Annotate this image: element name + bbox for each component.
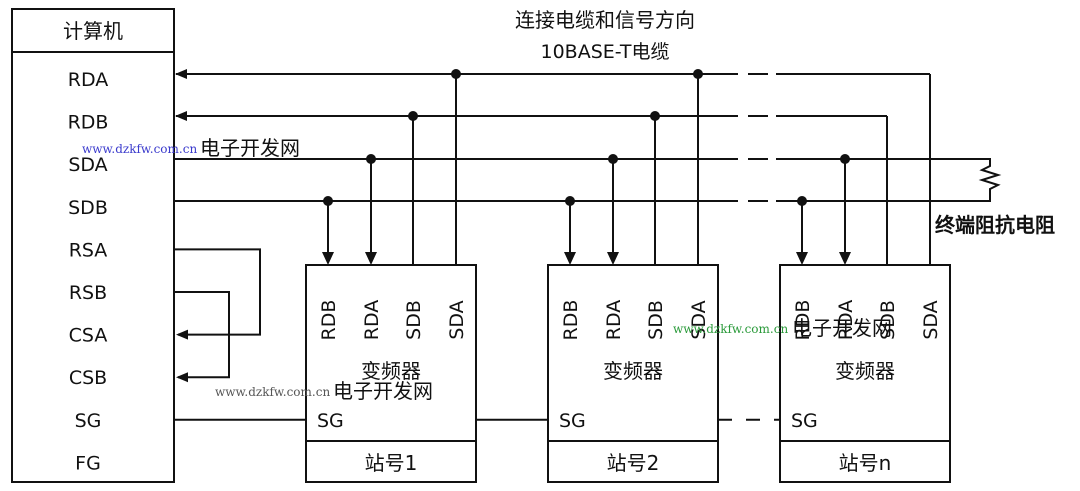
station-pin-rdb: RDB xyxy=(318,300,340,341)
station-pin-sda: SDA xyxy=(688,300,710,339)
loopback-rsb-csb xyxy=(174,291,230,379)
station-pin-sdb: SDB xyxy=(403,300,425,340)
computer-pin-sdb: SDB xyxy=(68,197,108,219)
junction-dot xyxy=(797,196,807,206)
station-name: 变频器 xyxy=(603,359,663,383)
loopback-rsa-csa xyxy=(174,248,261,336)
computer-pin-rsb: RSB xyxy=(69,282,107,304)
junction-dot xyxy=(565,196,575,206)
computer-title: 计算机 xyxy=(63,19,123,43)
diagram-title: 连接电缆和信号方向 xyxy=(515,8,695,32)
arrow-down-icon xyxy=(564,252,576,265)
arrow-down-icon xyxy=(607,252,619,265)
station-pin-rda: RDA xyxy=(835,300,857,341)
arrow-head xyxy=(176,329,188,340)
station-pin-rdb: RDB xyxy=(792,300,814,341)
arrow-down-icon xyxy=(365,252,377,265)
computer-pin-rda: RDA xyxy=(68,69,109,91)
cable-type-label: 10BASE-T电缆 xyxy=(541,41,670,63)
junction-dot xyxy=(608,154,618,164)
watermark: www.dzkfw.com.cn 电子开发网 xyxy=(82,136,300,160)
station-sg-pin: SG xyxy=(317,410,344,432)
svg-text:www.dzkfw.com.cn: www.dzkfw.com.cn xyxy=(215,385,330,399)
svg-text:电子开发网: 电子开发网 xyxy=(333,379,433,403)
computer-block: 计算机 RDA RDB SDA SDB RSA RSB CSA CSB SG FG xyxy=(11,8,175,483)
station-sg-pin: SG xyxy=(559,410,586,432)
station-number-label: 站号n xyxy=(839,451,892,475)
junction-dot xyxy=(840,154,850,164)
station-pin-rdb: RDB xyxy=(560,300,582,341)
station-sg-pin: SG xyxy=(791,410,818,432)
station-name: 变频器 xyxy=(361,359,421,383)
station-pin-sdb: SDB xyxy=(877,300,899,340)
station-number-label: 站号2 xyxy=(607,451,660,475)
junction-dot xyxy=(366,154,376,164)
station-pin-sda: SDA xyxy=(446,300,468,339)
junction-dot xyxy=(323,196,333,206)
junction-dot xyxy=(693,69,703,79)
arrow-down-icon xyxy=(322,252,334,265)
terminating-resistor xyxy=(930,158,1002,202)
computer-pin-sda: SDA xyxy=(68,154,107,176)
svg-text:www.dzkfw.com.cn: www.dzkfw.com.cn xyxy=(82,142,197,156)
computer-pin-csb: CSB xyxy=(69,367,107,389)
svg-text:电子开发网: 电子开发网 xyxy=(792,316,892,340)
computer-pin-sg: SG xyxy=(75,410,102,432)
svg-text:电子开发网: 电子开发网 xyxy=(200,136,300,160)
station-pin-rda: RDA xyxy=(361,300,383,341)
svg-text:www.dzkfw.com.cn: www.dzkfw.com.cn xyxy=(673,322,788,336)
watermark: www.dzkfw.com.cn 电子开发网 xyxy=(673,316,892,340)
station-name: 变频器 xyxy=(835,359,895,383)
terminator-label: 终端阻抗电阻 xyxy=(935,213,1055,237)
station-pin-rda: RDA xyxy=(603,300,625,341)
station-2: RDB RDA SDB SDA 变频器 SG 站号2 xyxy=(547,69,719,483)
arrow-down-icon xyxy=(839,252,851,265)
station-number-label: 站号1 xyxy=(365,451,418,475)
arrow-head xyxy=(176,372,188,383)
junction-dot xyxy=(451,69,461,79)
computer-pin-fg: FG xyxy=(75,452,101,474)
junction-dot xyxy=(650,111,660,121)
station-pin-sda: SDA xyxy=(920,300,942,339)
station-1: RDB RDA SDB SDA 变频器 SG 站号1 xyxy=(305,69,477,483)
computer-pin-rsa: RSA xyxy=(69,239,108,261)
junction-dot xyxy=(408,111,418,121)
station-3: RDB RDA SDB SDA 变频器 SG 站号n xyxy=(779,154,951,483)
computer-pin-rdb: RDB xyxy=(68,112,109,134)
station-pin-sdb: SDB xyxy=(645,300,667,340)
arrow-down-icon xyxy=(796,252,808,265)
watermark: www.dzkfw.com.cn 电子开发网 xyxy=(215,379,433,403)
computer-pin-csa: CSA xyxy=(69,325,108,347)
